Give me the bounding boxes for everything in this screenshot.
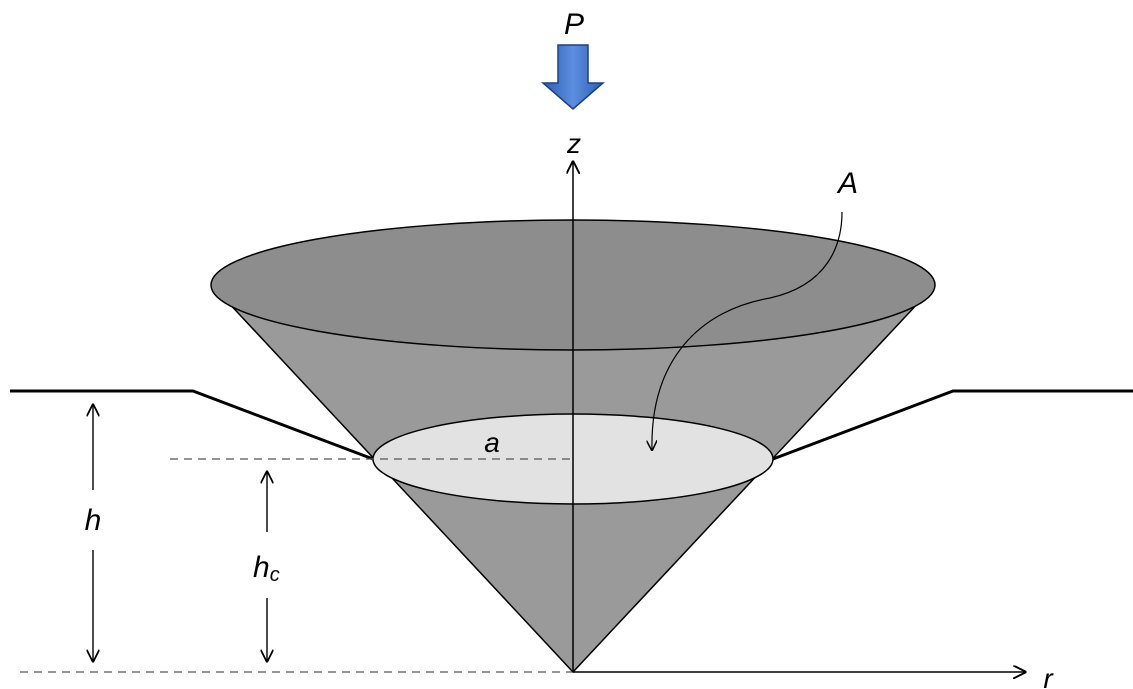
sample-surface-left bbox=[10, 389, 374, 461]
contact-depth-label: hc bbox=[253, 551, 280, 586]
contact-radius-label: a bbox=[484, 427, 500, 458]
contact-depth-main: h bbox=[253, 551, 270, 584]
sample-surface-right bbox=[772, 389, 1133, 461]
contact-depth-subscript: c bbox=[270, 564, 280, 586]
contact-area-label: A bbox=[836, 167, 858, 200]
z-axis-label: z bbox=[566, 128, 581, 159]
load-label: P bbox=[564, 8, 584, 41]
total-depth-label: h bbox=[85, 504, 102, 537]
contact-area-leader bbox=[652, 211, 843, 450]
down-arrow-icon bbox=[540, 44, 606, 110]
r-axis-label: r bbox=[1043, 663, 1054, 689]
